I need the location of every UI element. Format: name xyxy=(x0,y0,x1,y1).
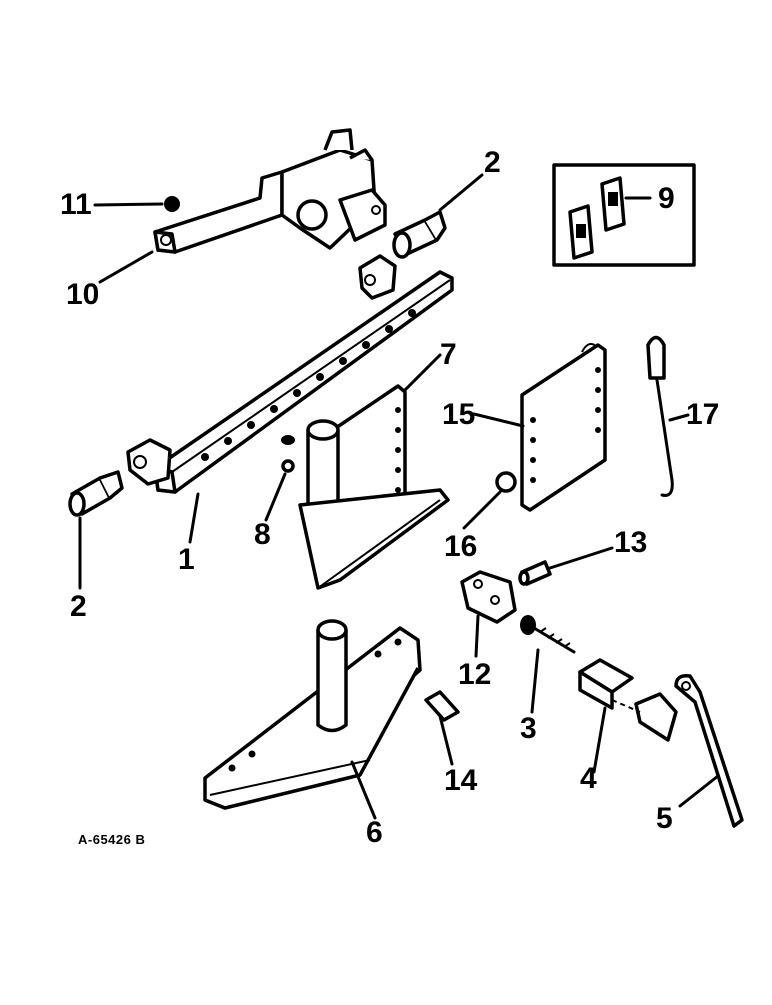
callout-8: 8 xyxy=(254,518,271,551)
part-13-pin xyxy=(518,560,552,586)
callout-10: 10 xyxy=(66,278,100,311)
callout-15: 15 xyxy=(442,398,476,431)
part-14-pin xyxy=(424,690,460,722)
callout-2-lower: 2 xyxy=(70,590,87,623)
callout-2-upper: 2 xyxy=(484,146,501,179)
callout-17: 17 xyxy=(686,398,720,431)
part-11-ball xyxy=(164,196,180,212)
part-17-spring-clip xyxy=(646,335,674,497)
part-3-bolt xyxy=(520,615,576,654)
drawing-code: A-65426 B xyxy=(78,832,146,847)
part-8-washer xyxy=(281,435,295,473)
callout-13: 13 xyxy=(614,526,648,559)
part-12-clevis xyxy=(460,570,517,624)
callout-1: 1 xyxy=(178,543,195,576)
part-6-base xyxy=(203,619,422,810)
callout-11: 11 xyxy=(60,188,92,221)
callout-4: 4 xyxy=(580,762,597,795)
part-2-pin-lower xyxy=(68,470,124,517)
callout-3: 3 xyxy=(520,712,537,745)
part-9-latch-inset xyxy=(552,163,696,267)
callout-16: 16 xyxy=(444,530,478,563)
part-15-perforated-plate xyxy=(520,343,607,512)
callout-5: 5 xyxy=(656,802,673,835)
callout-9: 9 xyxy=(658,182,675,215)
callout-7: 7 xyxy=(440,338,457,371)
callout-12: 12 xyxy=(458,658,492,691)
part-2-pin-upper xyxy=(392,210,447,259)
part-4-coupler xyxy=(578,658,678,742)
part-10-offset-bar xyxy=(153,128,387,254)
leader-lines xyxy=(78,173,720,820)
part-5-handle xyxy=(674,673,744,828)
part-7-post-plate xyxy=(298,384,450,590)
callout-6: 6 xyxy=(366,816,383,849)
part-16-ball xyxy=(495,471,517,493)
part-1-drawbar xyxy=(126,254,454,494)
callout-14: 14 xyxy=(444,764,478,797)
